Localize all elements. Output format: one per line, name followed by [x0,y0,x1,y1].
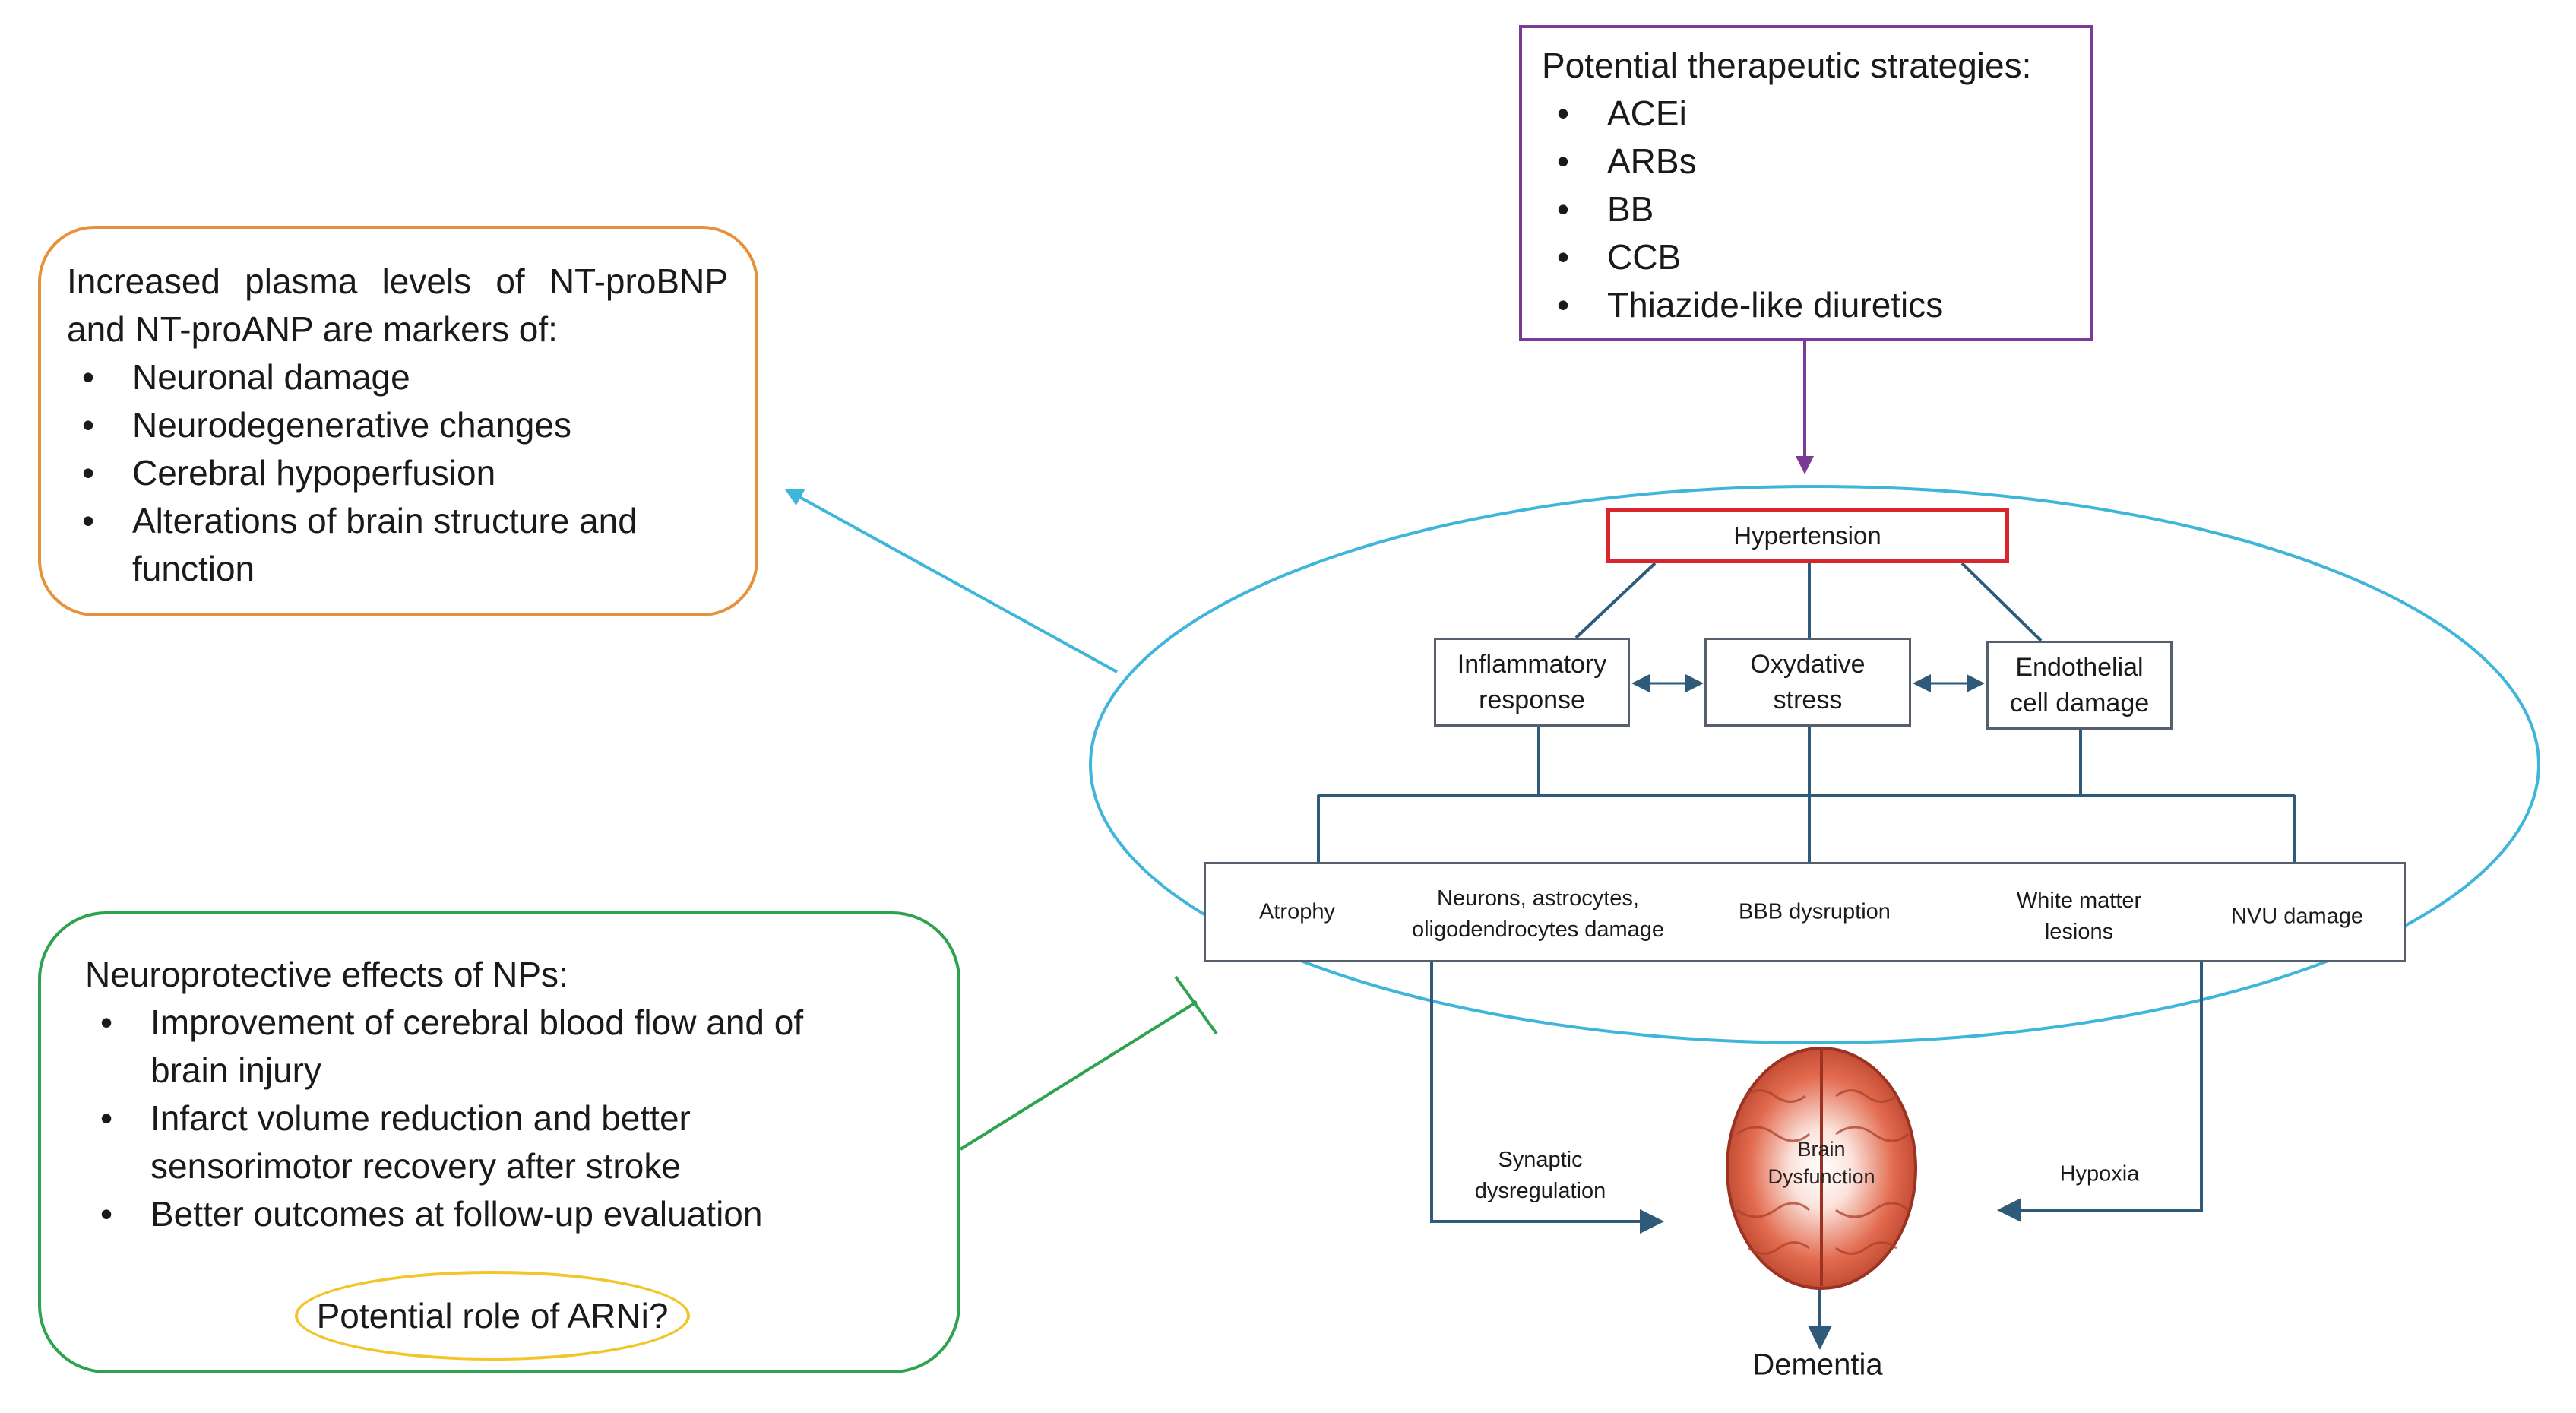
effect-line: Neurons, astrocytes, [1437,886,1639,911]
markers-intro: Increased plasma levels of NT-proBNP [67,261,728,301]
brain-label-line: Dysfunction [1767,1165,1875,1188]
node-line: response [1479,685,1585,714]
node-line: Oxydative [1750,649,1866,679]
neuro-item-continuation: sensorimotor recovery after stroke [150,1146,681,1186]
markers-item-continuation: function [132,549,255,588]
connector-hyp-inflam [1574,562,1657,639]
markers-item: Neuronal damage [67,353,728,401]
hypoxia-label: Hypoxia [2059,1161,2140,1186]
arni-question: Potential role of ARNi? [295,1271,690,1361]
dementia-label: Dementia [1752,1348,1883,1382]
brain-dysfunction-label: Brain Dysfunction [1767,1136,1875,1190]
markers-item: Cerebral hypoperfusion [67,449,728,497]
markers-item: Neurodegenerative changes [67,401,728,449]
brain-effects-box [1204,862,2406,962]
therapy-list: ACEi ARBs BB CCB Thiazide-like diuretics [1542,90,2075,329]
inhibition-bar [1174,975,1218,1035]
connector-hyp-endo [1960,562,2043,642]
synaptic-arrow [1430,962,1661,1223]
neuro-list-2: Infarct volume reduction and better [85,1095,927,1142]
neuro-item: Better outcomes at follow-up evaluation [85,1190,927,1238]
therapy-title: Potential therapeutic strategies: [1542,46,2032,85]
effect-atrophy: Atrophy [1259,897,1335,928]
effect-line: oligodendrocytes damage [1411,917,1665,942]
therapy-item: Thiazide-like diuretics [1542,281,2075,329]
synaptic-dysregulation-label: Synaptic dysregulation [1475,1145,1606,1207]
markers-arrow [784,489,1118,673]
flow-line: dysregulation [1474,1179,1606,1203]
effect-line: BBB dysruption [1739,899,1891,924]
inhibition-line [959,1000,1198,1151]
markers-panel: Increased plasma levels of NT-proBNP and… [38,226,758,616]
pathway-ellipse [1089,485,2540,1044]
therapy-item: CCB [1542,233,2075,281]
node-line: cell damage [2009,688,2150,718]
therapy-panel: Potential therapeutic strategies: ACEi A… [1519,25,2093,341]
hypoxia-arrow [2000,962,2203,1212]
therapy-item: ARBs [1542,138,2075,185]
brain-icon [1726,1047,1917,1290]
node-line: stress [1773,685,1843,714]
therapy-item: BB [1542,185,2075,233]
neuro-list-3: Better outcomes at follow-up evaluation [85,1190,927,1238]
markers-item: Alterations of brain structure and [67,497,728,545]
neuro-list: Improvement of cerebral blood flow and o… [85,999,927,1047]
effect-nvu-damage: NVU damage [2231,901,2363,933]
markers-intro-line2: and NT-proANP are markers of: [67,309,558,349]
inflammatory-response-node: Inflammatory response [1434,638,1630,727]
effect-line: White matter [2016,889,2142,913]
therapy-item: ACEi [1542,90,2075,138]
effect-line: lesions [2044,920,2114,944]
effect-white-matter: White matter lesions [2017,886,2141,948]
effect-line: NVU damage [2230,904,2364,929]
hypertension-node: Hypertension [1606,508,2009,563]
markers-list: Neuronal damage Neurodegenerative change… [67,353,728,545]
neuro-item: Infarct volume reduction and better [85,1095,927,1142]
flow-line: Synaptic [1498,1148,1583,1172]
effect-bbb-disruption: BBB dysruption [1739,897,1891,928]
neuro-item: Improvement of cerebral blood flow and o… [85,999,927,1047]
neuro-title: Neuroprotective effects of NPs: [85,955,568,994]
node-line: Endothelial [2015,652,2144,682]
node-line: Inflammatory [1457,649,1607,679]
effect-neurons-damage: Neurons, astrocytes, oligodendrocytes da… [1412,883,1664,946]
brain-label-line: Brain [1797,1138,1846,1161]
endothelial-damage-node: Endothelial cell damage [1986,641,2173,730]
neuro-item-continuation: brain injury [150,1050,321,1090]
effect-line: Atrophy [1259,899,1335,924]
oxidative-stress-node: Oxydative stress [1704,638,1911,727]
